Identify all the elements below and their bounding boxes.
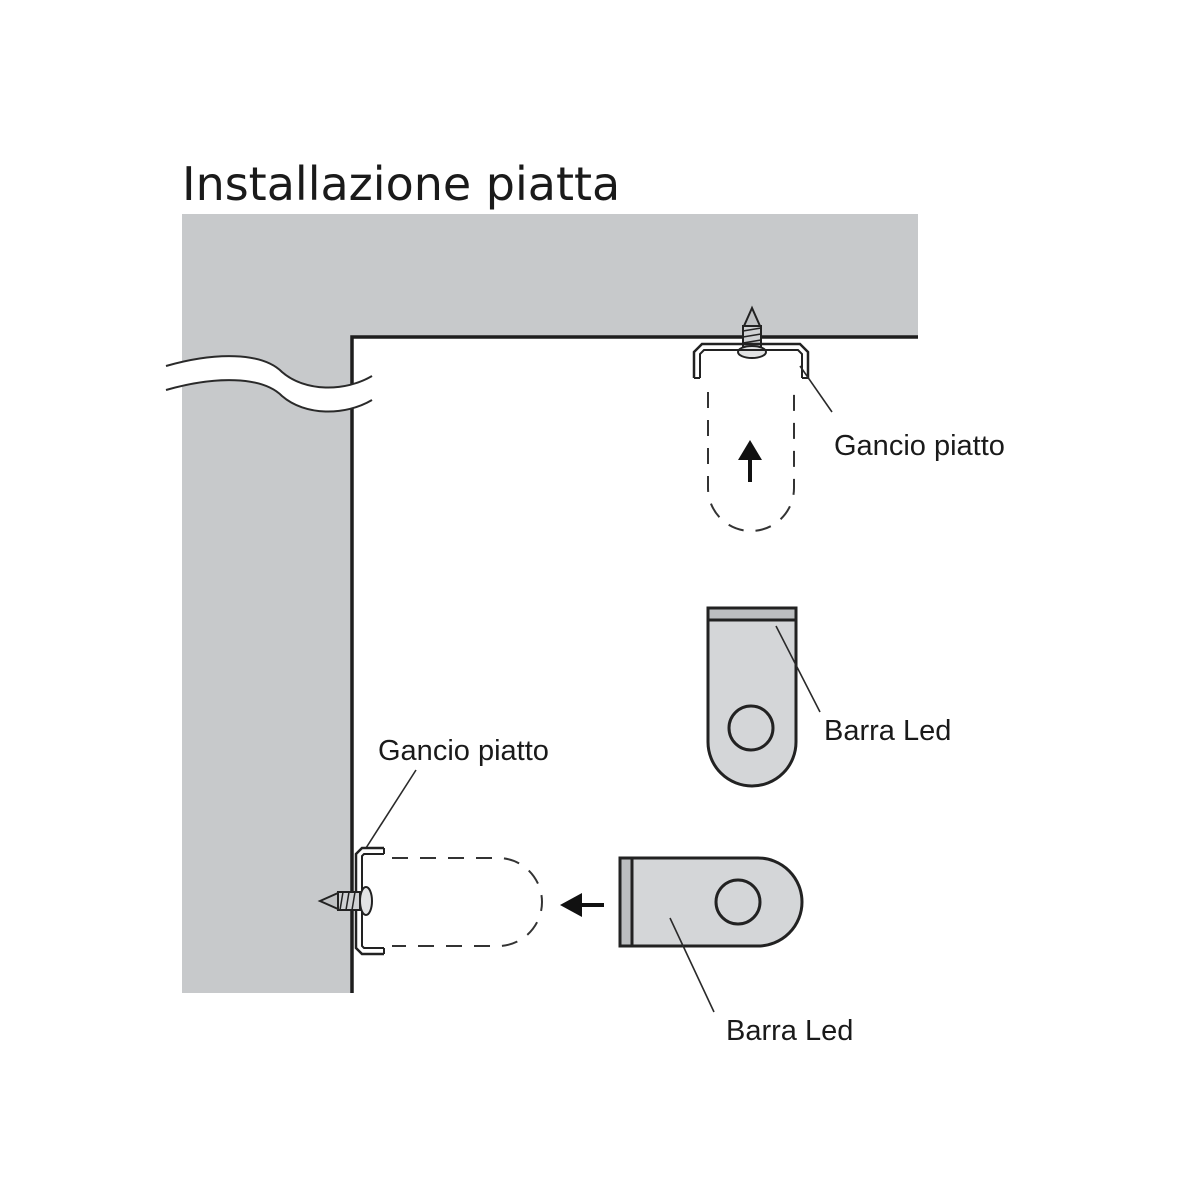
bar-ghost-bottom <box>392 857 543 947</box>
led-bar-vertical <box>706 606 798 788</box>
flat-clip-top <box>692 342 810 379</box>
label-hook-top: Gancio piatto <box>834 430 1005 462</box>
arrow-left-icon <box>560 893 604 917</box>
wall-edge-line <box>350 335 918 993</box>
diagram-title: Installazione piatta <box>182 157 620 211</box>
leader-hook-top <box>799 365 833 413</box>
screw-icon <box>317 886 373 916</box>
wall-break-mark <box>165 355 373 413</box>
wall-ceiling <box>182 214 918 993</box>
leader-hook-left <box>365 769 417 849</box>
leader-bar-top <box>775 625 821 713</box>
arrow-up-icon <box>738 440 762 482</box>
led-bar-horizontal <box>618 856 804 948</box>
label-bar-top: Barra Led <box>824 715 951 747</box>
label-hook-left: Gancio piatto <box>378 735 549 767</box>
leader-bar-bottom <box>669 917 715 1013</box>
label-bar-bottom: Barra Led <box>726 1015 853 1047</box>
